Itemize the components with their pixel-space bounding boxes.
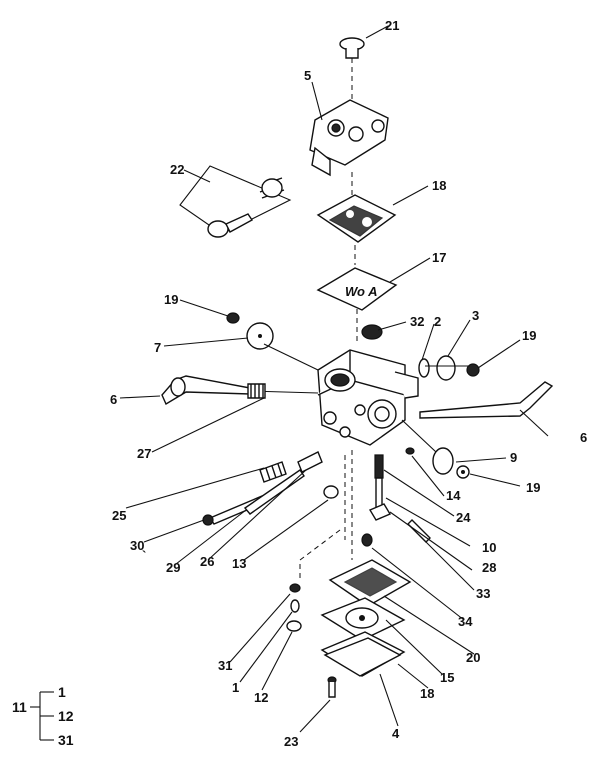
part-1: [290, 599, 300, 613]
rod-33: [407, 519, 431, 543]
callout-20: 20: [466, 650, 480, 665]
screw-23: [327, 676, 337, 698]
callout-25: 25: [112, 508, 126, 523]
callout-14: 14: [446, 488, 461, 503]
lever-28: [368, 503, 392, 521]
needle-26: [243, 451, 323, 515]
spring-24: [374, 454, 384, 479]
callout-6-right: 6: [580, 430, 587, 445]
choke-shaft-6: [161, 375, 319, 406]
pin-14: [405, 447, 415, 455]
callout-9: 9: [510, 450, 517, 465]
disc-3: [436, 355, 456, 381]
callout-31: 31: [218, 658, 232, 673]
throttle-plate-7: [246, 322, 274, 350]
pump-cover-5: [309, 99, 389, 177]
callout-27: 27: [137, 446, 151, 461]
spring-27: [247, 383, 266, 399]
callout-7: 7: [154, 340, 161, 355]
screw-spring-22: [179, 165, 292, 238]
callout-29: 29: [166, 560, 180, 575]
callout-23: 23: [284, 734, 298, 749]
callout-24: 24: [456, 510, 471, 525]
leader-lines: [119, 25, 549, 733]
screw-19-left: [226, 312, 240, 324]
kit-legend-parent: 11: [12, 699, 27, 715]
callout-26: 26: [200, 554, 214, 569]
callout-18-lower: 18: [420, 686, 434, 701]
stray-mark: `: [142, 548, 146, 563]
callout-33: 33: [476, 586, 490, 601]
metering-diaphragm-20: [320, 597, 406, 641]
callout-28: 28: [482, 560, 496, 575]
kit-legend: 11 1 12 31: [12, 684, 74, 748]
callout-21: 21: [385, 18, 399, 33]
kit-legend-child-31: 31: [58, 732, 74, 748]
screw-21: [339, 37, 365, 59]
pump-diaphragm-17: Wo A: [316, 267, 398, 311]
callout-3: 3: [472, 308, 479, 323]
callout-22: 22: [170, 162, 184, 177]
cover-4: [323, 637, 402, 677]
callout-19-left: 19: [164, 292, 178, 307]
metering-cover-15: [328, 559, 412, 607]
callout-19-right-bottom: 19: [526, 480, 540, 495]
kit-axis: [299, 529, 341, 580]
callout-13: 13: [232, 556, 246, 571]
screw-19-right-bottom: [456, 465, 470, 479]
cap-13: [323, 485, 339, 499]
callout-labels: 21 5 22 18 17 19 32 2 3 19 7 6 27 6 9 19…: [110, 18, 587, 749]
throttle-shaft-6-right: [419, 381, 554, 419]
callout-19-right-top: 19: [522, 328, 536, 343]
callout-6-left: 6: [110, 392, 117, 407]
carburetor-body: [317, 349, 419, 446]
callout-18-upper: 18: [432, 178, 446, 193]
screen-12: [286, 620, 302, 632]
callout-30: 30: [130, 538, 144, 553]
disc-9: [401, 419, 454, 475]
pump-gasket-18: [316, 194, 397, 243]
screw-34: [361, 533, 373, 547]
callout-5: 5: [304, 68, 311, 83]
callout-15: 15: [440, 670, 454, 685]
callout-17: 17: [432, 250, 446, 265]
diaphragm-marking: Wo A: [345, 284, 378, 299]
callout-4: 4: [392, 726, 400, 741]
callout-1: 1: [232, 680, 239, 695]
screw-19-right-top: [425, 363, 480, 377]
plug-31: [289, 583, 301, 593]
clip-2: [418, 358, 430, 378]
callout-10: 10: [482, 540, 496, 555]
spring-25: [259, 461, 287, 483]
callout-34: 34: [458, 614, 473, 629]
callout-32: 32: [410, 314, 424, 329]
plug-32: [361, 324, 383, 340]
callout-2: 2: [434, 314, 441, 329]
kit-legend-child-12: 12: [58, 708, 74, 724]
kit-legend-child-1: 1: [58, 684, 66, 700]
callout-12: 12: [254, 690, 268, 705]
